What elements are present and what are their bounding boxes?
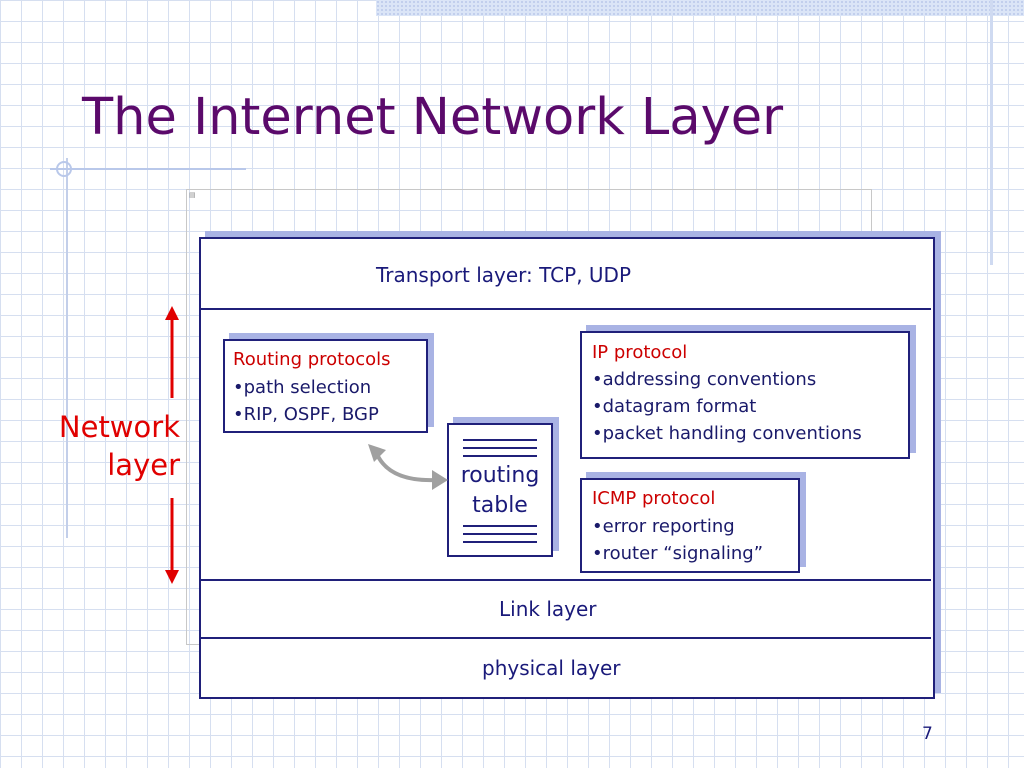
icmp-protocol-box: ICMP protocol •error reporting •router “… [580, 478, 800, 573]
link-layer-label: Link layer [499, 597, 597, 621]
network-layer-label: Network layer [40, 408, 180, 484]
network-layer-double-arrow-icon [165, 306, 179, 584]
network-layer-line: layer [107, 448, 180, 482]
protocol-stack-box [199, 237, 935, 699]
ip-protocol-item: •packet handling conventions [592, 423, 862, 444]
left-rule-decoration [66, 158, 68, 538]
physical-layer-label: physical layer [482, 656, 621, 680]
header-band-decoration [376, 0, 1024, 16]
ip-protocol-item: •addressing conventions [592, 369, 817, 390]
table-line-decoration [463, 525, 537, 527]
routing-protocols-title: Routing protocols [233, 349, 391, 370]
routing-table-box: routing table [447, 423, 553, 557]
divider-link [200, 579, 931, 581]
vertical-rule-decoration [990, 0, 993, 265]
transport-layer-label: Transport layer: TCP, UDP [376, 263, 632, 287]
slide-title: The Internet Network Layer [82, 88, 784, 147]
curved-double-arrow-icon [368, 444, 448, 490]
icmp-protocol-title: ICMP protocol [592, 488, 716, 509]
divider-physical [200, 637, 931, 639]
page-number: 7 [922, 724, 933, 744]
network-layer-line: Network [58, 410, 180, 444]
divider-transport [200, 308, 931, 310]
icmp-protocol-item: •error reporting [592, 516, 735, 537]
routing-protocols-box: Routing protocols •path selection •RIP, … [223, 339, 428, 433]
embedded-object-icon: ▤ [189, 191, 196, 199]
icmp-protocol-item: •router “signaling” [592, 543, 764, 564]
ip-protocol-box: IP protocol •addressing conventions •dat… [580, 331, 910, 459]
table-line-decoration [463, 533, 537, 535]
table-line-decoration [463, 455, 537, 457]
crosshair-icon [56, 161, 72, 177]
routing-table-line: routing [460, 463, 540, 488]
routing-table-label: routing table [449, 461, 551, 521]
title-underline-decoration [50, 168, 246, 170]
table-line-decoration [463, 439, 537, 441]
ip-protocol-item: •datagram format [592, 396, 757, 417]
table-line-decoration [463, 447, 537, 449]
routing-protocols-item: •RIP, OSPF, BGP [233, 404, 379, 425]
ip-protocol-title: IP protocol [592, 342, 688, 363]
routing-protocols-item: •path selection [233, 377, 372, 398]
table-line-decoration [463, 541, 537, 543]
routing-table-line: table [472, 493, 528, 518]
